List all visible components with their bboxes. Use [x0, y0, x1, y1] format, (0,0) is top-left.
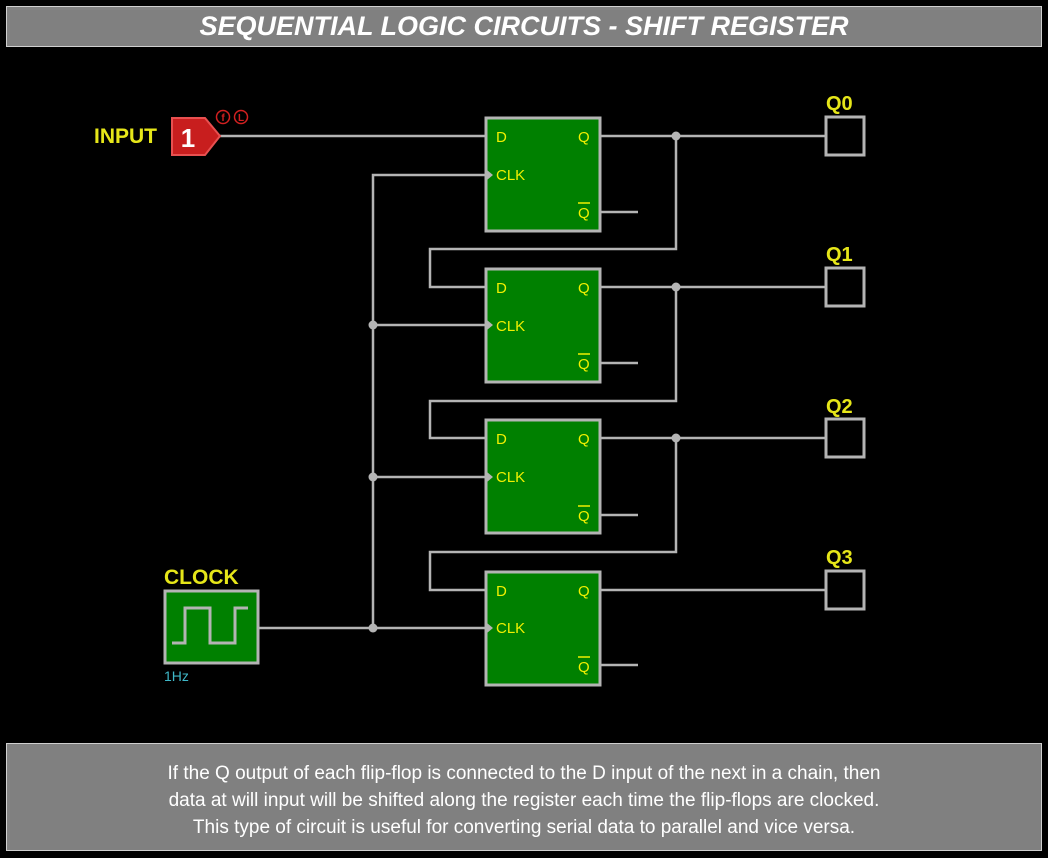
description-line: This type of circuit is useful for conve… — [192, 817, 856, 838]
junction-dot — [368, 320, 378, 330]
clk-triangle-icon — [487, 472, 493, 482]
flip-flop-body — [484, 267, 602, 384]
junction-dot — [671, 131, 681, 141]
description-line: If the Q output of each flip-flop is con… — [167, 763, 881, 784]
output-probe-q3: Q3 — [824, 547, 866, 611]
wire-q2-d3 — [428, 438, 678, 592]
output-label: Q0 — [826, 93, 853, 115]
output-box — [824, 266, 866, 308]
ff-q-label: Q — [578, 583, 590, 600]
junction-dot — [671, 282, 681, 292]
junction-dot — [368, 623, 378, 633]
square-wave-icon — [172, 606, 248, 645]
clock-source[interactable] — [163, 589, 260, 665]
clock-frequency: 1Hz — [164, 668, 189, 684]
ff-clk-label: CLK — [496, 469, 525, 486]
input-label: INPUT — [94, 125, 157, 148]
clk-triangle-icon — [487, 170, 493, 180]
ff-clk-label: CLK — [496, 167, 525, 184]
flip-flop-0[interactable]: D CLK Q Q — [484, 116, 602, 233]
description-line: data at will input will be shifted along… — [168, 790, 880, 811]
flip-flop-3[interactable]: D CLK Q Q — [484, 570, 602, 687]
output-probe-q0: Q0 — [824, 93, 866, 157]
input-badges: f L — [215, 109, 249, 125]
input-probe-body — [171, 117, 222, 156]
ff-d-label: D — [496, 129, 507, 146]
ff-d-label: D — [496, 583, 507, 600]
wire-q1-d2 — [428, 287, 678, 440]
page-title: SEQUENTIAL LOGIC CIRCUITS - SHIFT REGIST… — [6, 6, 1042, 47]
clock-body — [163, 589, 260, 665]
badge-l: L — [238, 113, 244, 124]
description-panel: If the Q output of each flip-flop is con… — [6, 743, 1042, 851]
ff-qbar-label: Q — [578, 356, 590, 373]
ff-q-label: Q — [578, 431, 590, 448]
ff-q-label: Q — [578, 280, 590, 297]
ff-q-label: Q — [578, 129, 590, 146]
output-label: Q3 — [826, 547, 853, 569]
ff-qbar-label: Q — [578, 205, 590, 222]
junctions — [368, 131, 681, 633]
input-value: 1 — [181, 123, 195, 153]
ff-qbar-label: Q — [578, 508, 590, 525]
clk-triangle-icon — [487, 320, 493, 330]
flip-flop-body — [484, 418, 602, 535]
output-label: Q2 — [826, 396, 853, 418]
output-box — [824, 569, 866, 611]
ff-clk-label: CLK — [496, 318, 525, 335]
clk-triangle-icon — [487, 623, 493, 633]
clock-label: CLOCK — [164, 566, 239, 589]
flip-flop-1[interactable]: D CLK Q Q — [484, 267, 602, 384]
ff-d-label: D — [496, 431, 507, 448]
output-probe-q2: Q2 — [824, 396, 866, 459]
ff-qbar-label: Q — [578, 659, 590, 676]
junction-dot — [671, 433, 681, 443]
badge-f: f — [221, 113, 225, 124]
wire-q0-d1 — [428, 136, 678, 289]
badge-circle — [233, 109, 249, 125]
flip-flop-2[interactable]: D CLK Q Q — [484, 418, 602, 535]
flip-flop-body — [484, 570, 602, 687]
junction-dot — [368, 472, 378, 482]
flip-flop-body — [484, 116, 602, 233]
output-box — [824, 417, 866, 459]
input-probe[interactable]: 1 — [171, 117, 222, 156]
ff-clk-label: CLK — [496, 620, 525, 637]
badge-circle — [215, 109, 231, 125]
output-label: Q1 — [826, 244, 853, 266]
output-probe-q1: Q1 — [824, 244, 866, 308]
ff-d-label: D — [496, 280, 507, 297]
output-box — [824, 115, 866, 157]
